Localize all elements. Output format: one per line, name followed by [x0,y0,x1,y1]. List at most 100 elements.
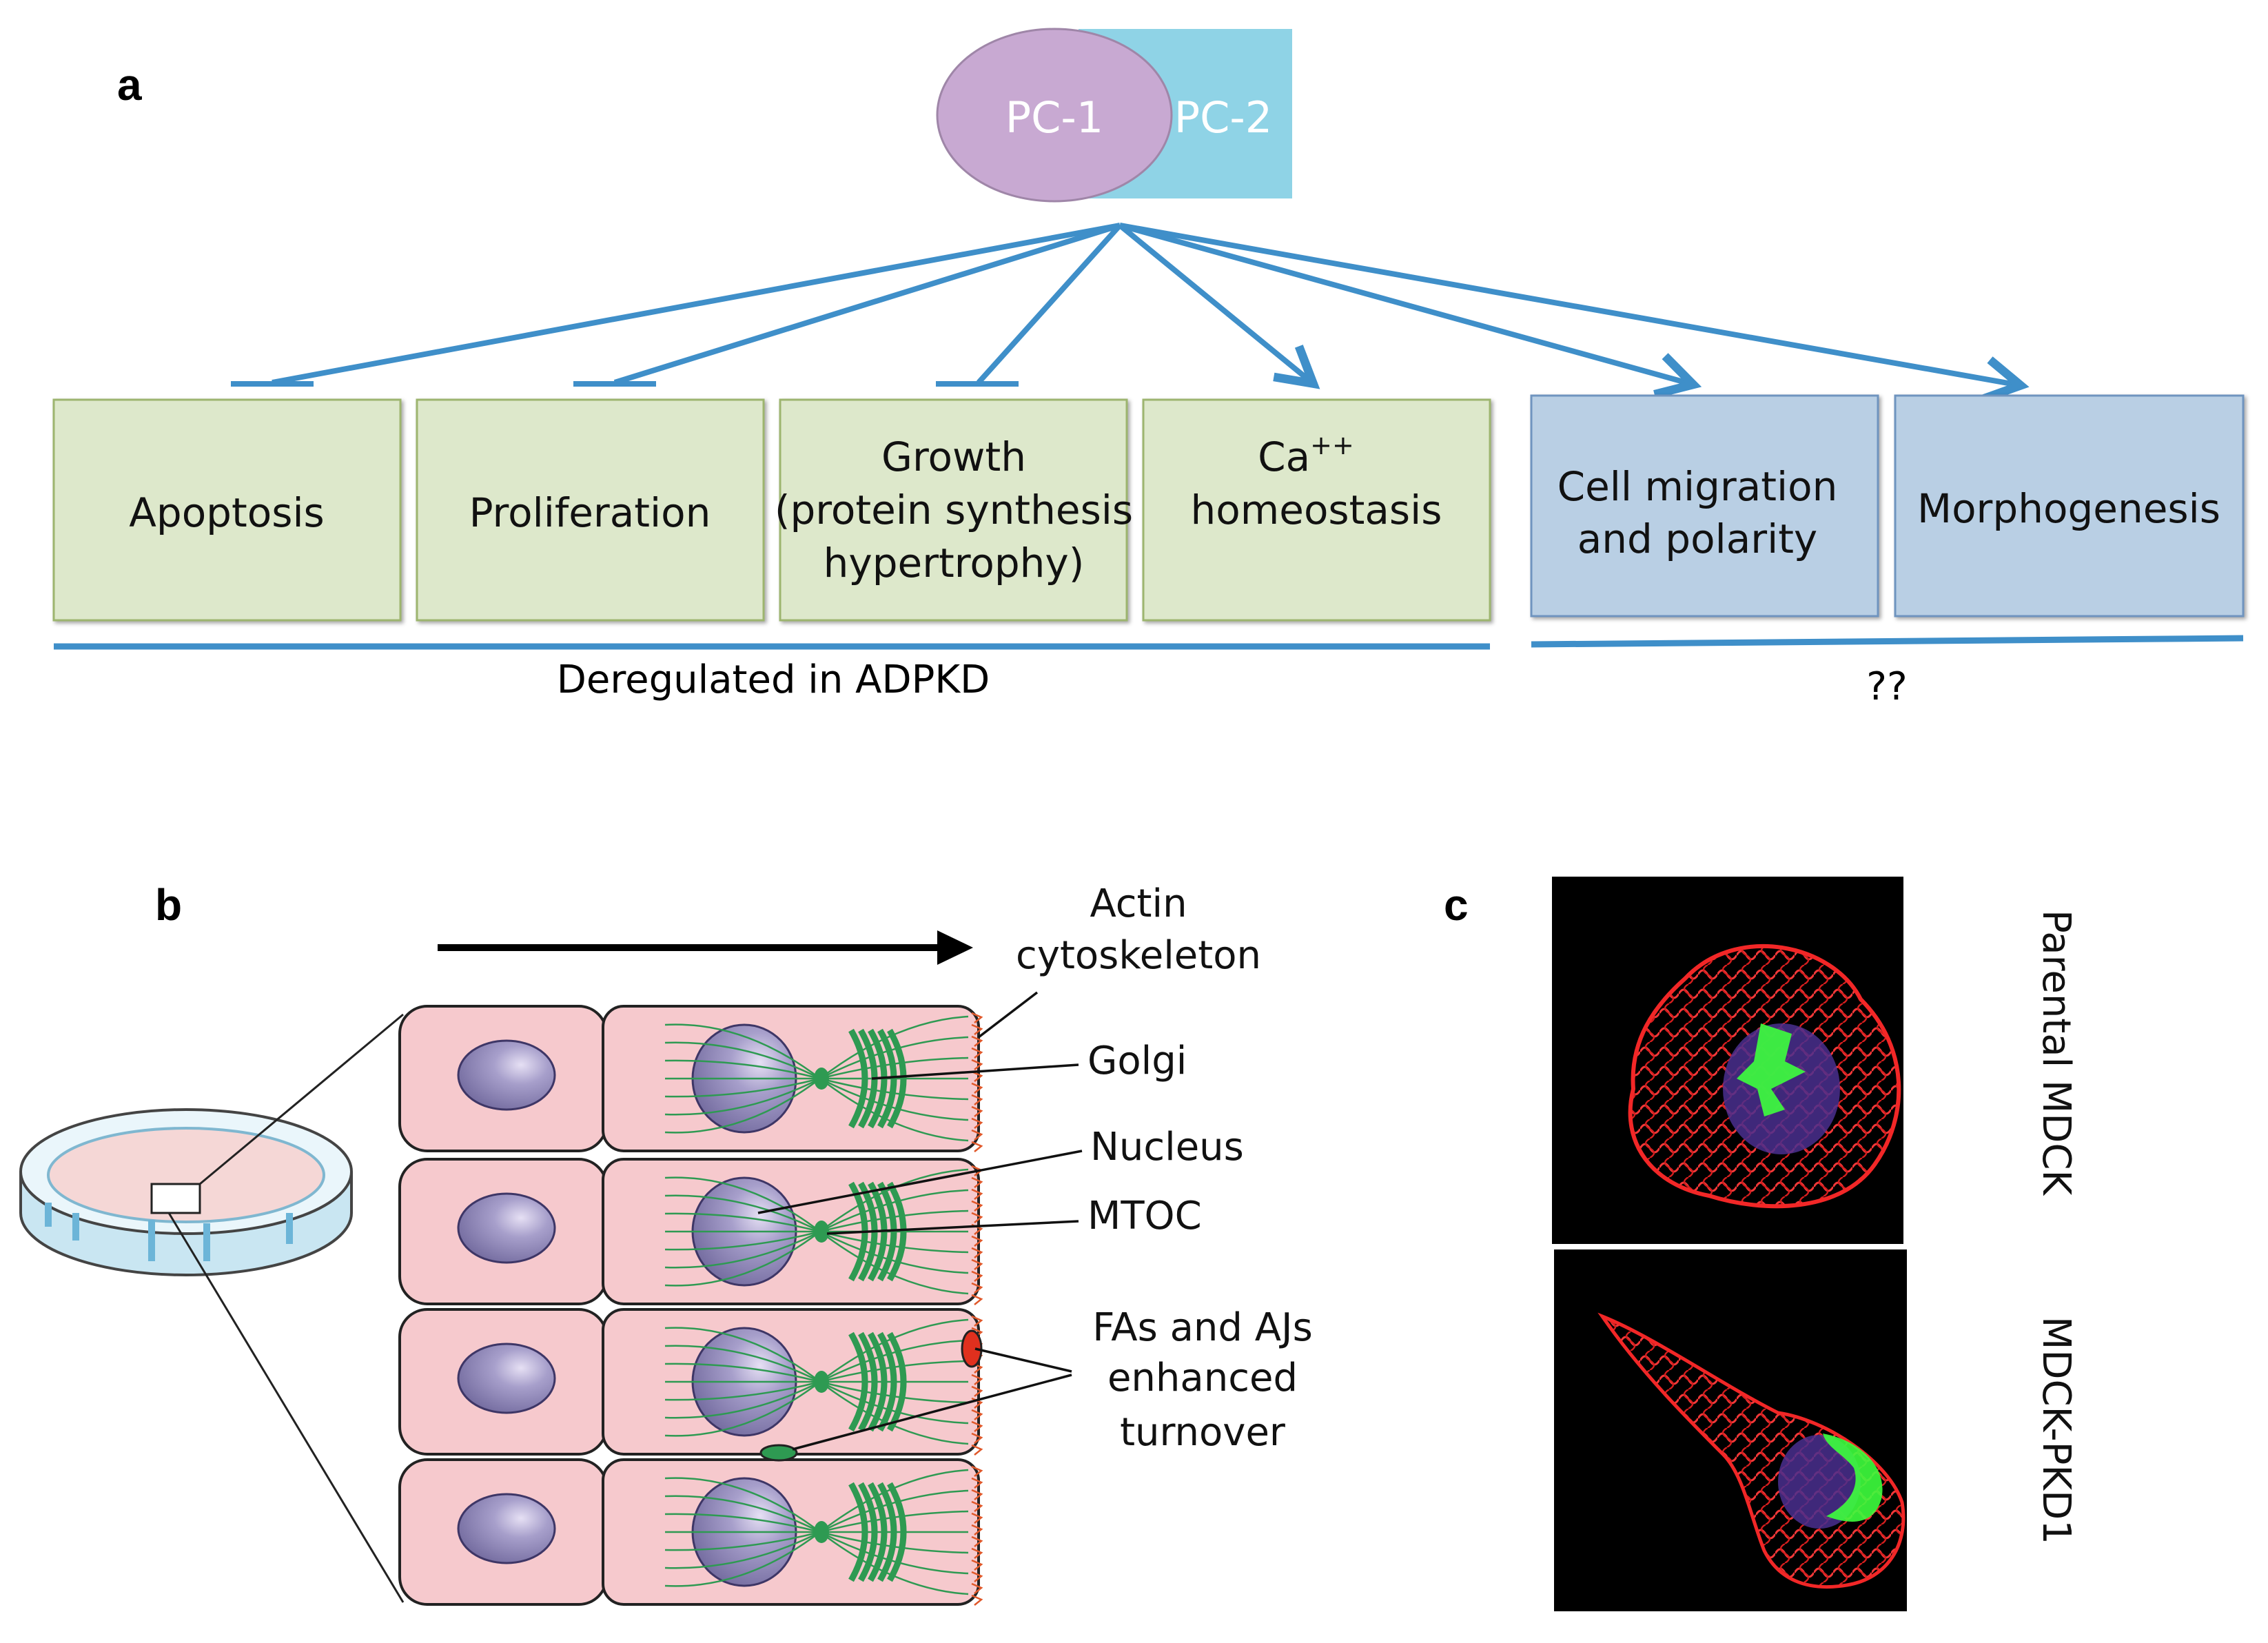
mtoc-dot [814,1068,829,1090]
actin-fiber [971,1070,983,1082]
golgi-cisterna [877,1482,897,1582]
actin-fiber [971,1465,983,1477]
golgi-cisterna [858,1482,878,1582]
box-proliferation [416,398,765,622]
actin-fiber [971,1082,983,1094]
cell-row [398,1158,983,1305]
actin-fiber [971,1117,983,1129]
petri-zoom-box [150,1183,201,1214]
box-calcium-text-2: homeostasis [1191,487,1442,533]
golgi-cisterna [887,1482,907,1582]
cell-row [398,1005,983,1152]
microtubule [664,1345,821,1383]
microtubule [664,1230,821,1251]
microtubule [664,1230,821,1269]
microtubule [664,1023,821,1079]
cell-row [398,1458,983,1606]
edge-migration [1118,223,1702,399]
nucleus-shape [457,1039,556,1111]
box-migration [1530,394,1879,618]
microtubule [664,1077,821,1116]
panel-a-label: a [117,60,142,110]
group-right-label: ?? [1866,664,1907,709]
actin-fiber [971,1594,983,1606]
golgi-cisterna [877,1181,897,1282]
actin-fiber [971,1420,983,1432]
actin-fiber [971,1247,983,1258]
box-calcium-text-1: Ca++ [1258,430,1354,480]
golgi-cisterna [877,1331,897,1432]
golgi-cisterna [877,1028,897,1129]
zoom-line-top [199,1013,404,1185]
pc1-label: PC-1 [1005,92,1104,143]
edge-apoptosis [272,223,1121,385]
edge-morphogenesis [1119,223,2030,403]
actin-fiber [971,1282,983,1294]
edge-proliferation [613,223,1121,385]
actin-fiber [971,1141,983,1152]
golgi-cisterna [887,1028,907,1129]
golgi-cisterna [848,1482,868,1582]
box-calcium [1142,398,1491,622]
cell-rows [398,1005,983,1606]
golgi-cisterna [887,1331,907,1432]
fa-pointer-bottom [792,1374,1072,1451]
microtubule [664,1380,821,1419]
actin-fiber [971,1432,983,1444]
box-growth [779,398,1128,622]
actin-fiber [971,1258,983,1270]
panel-c-label: c [1444,880,1469,930]
actin-fiber [971,1524,983,1535]
actin-fiber [971,1444,983,1456]
actin-fiber [971,1047,983,1059]
actin-fiber [971,1559,983,1571]
box-migration-text-1: Cell migration [1557,463,1838,510]
box-morphogenesis-text: Morphogenesis [1917,485,2220,532]
microtubule [664,1363,821,1383]
microtubule [664,1078,821,1134]
activation-edges [1118,223,2030,403]
actin-fiber [971,1547,983,1559]
actin-fiber [971,1176,983,1188]
nucleus-shape [457,1493,556,1564]
golgi-cisterna [887,1181,907,1282]
actin-fiber [971,1105,983,1117]
box-apoptosis-text: Apoptosis [129,489,325,536]
actin-fiber [971,1294,983,1305]
box-growth-text-2: (protein synthesis [775,487,1133,533]
box-growth-text-3: hypertrophy) [824,540,1085,586]
actin-fiber [971,1409,983,1420]
edge-growth [977,223,1122,385]
actin-fiber [971,1012,983,1023]
golgi-cisterna [848,1331,868,1432]
box-morphogenesis [1894,394,2245,618]
golgi-label: Golgi [1087,1039,1187,1083]
microtubule [664,1231,821,1287]
panel-b-labels: Actin cytoskeleton Golgi Nucleus MTOC FA… [1016,881,1313,1455]
adherens-junction-marker [961,1329,983,1368]
actin-fiber [971,1035,983,1047]
microtubule [664,1176,821,1232]
actin-fiber [971,1094,983,1105]
microtubule [664,1381,821,1437]
micrograph-pkd1 [1554,1249,1907,1611]
actin-fiber [971,1500,983,1512]
box-texts: Apoptosis Proliferation Growth (protein … [129,430,2220,586]
actin-fiber [971,1188,983,1200]
petri-dish [19,1108,353,1276]
zoom-line-bottom [167,1212,405,1603]
microtubule [664,1531,821,1569]
box-migration-text-2: and polarity [1577,516,1818,562]
actin-fiber [971,1212,983,1223]
actin-fiber [971,1023,983,1035]
inhibition-edges [231,223,1122,387]
actin-fiber [971,1374,983,1385]
golgi-pointer [871,1063,1079,1080]
caption-pkd1: MDCK-PKD1 [2034,1316,2078,1544]
golgi-cisterna [848,1028,868,1129]
group-left-label: Deregulated in ADPKD [557,657,990,702]
pc1-ellipse [936,28,1173,203]
ca-text: Ca [1258,433,1310,480]
actin-pointer [977,991,1039,1039]
microtubule [664,1477,821,1533]
